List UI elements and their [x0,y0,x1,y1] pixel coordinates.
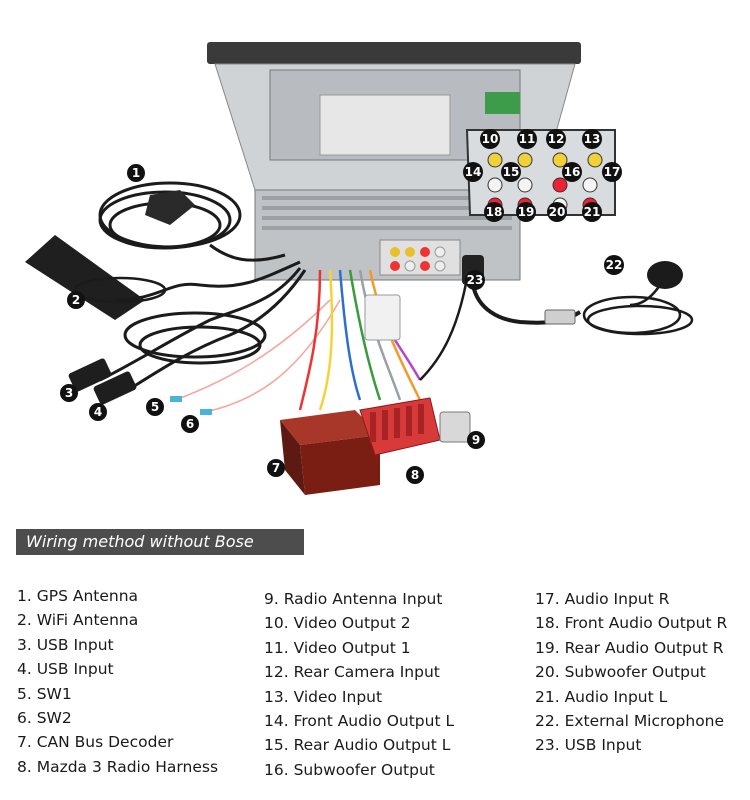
callout-13: 13 [582,129,602,149]
svg-text:13: 13 [584,132,601,146]
callout-11: 11 [517,129,537,149]
legend-item: 20. Subwoofer Output [535,663,706,682]
callout-23: 23 [465,270,485,290]
legend-item: 4. USB Input [17,660,114,679]
callout-2: 2 [67,291,85,309]
section-banner: Wiring method without Bose system [16,529,304,577]
callout-15: 15 [501,162,521,182]
callout-6: 6 [181,415,199,433]
callout-9: 9 [467,431,485,449]
svg-text:8: 8 [411,468,419,482]
legend-item: 23. USB Input [535,736,642,755]
callout-4: 4 [89,403,107,421]
legend-item: 7. CAN Bus Decoder [17,733,174,752]
legend-column-1: 1. GPS Antenna 2. WiFi Antenna 3. USB In… [17,584,218,779]
legend-item: 2. WiFi Antenna [17,611,139,630]
gps-puck [145,190,195,225]
svg-text:5: 5 [151,400,159,414]
legend-column-3: 17. Audio Input R 18. Front Audio Output… [535,587,727,758]
callout-21: 21 [582,202,602,222]
svg-text:19: 19 [518,205,535,219]
legend-item: 1. GPS Antenna [17,587,139,605]
callout-7: 7 [267,459,285,477]
legend-item: 15. Rear Audio Output L [264,736,451,755]
legend-item: 21. Audio Input L [535,687,668,706]
legend-item: 19. Rear Audio Output R [535,638,724,657]
svg-text:10: 10 [482,132,499,146]
svg-text:17: 17 [604,165,621,179]
usb-plug-b [93,371,137,405]
callout-19: 19 [516,202,536,222]
svg-text:12: 12 [548,132,565,146]
radio-antenna-connector [439,411,471,443]
legend-item: 6. SW2 [17,709,72,728]
callout-8: 8 [406,466,424,484]
svg-text:16: 16 [564,165,581,179]
svg-text:4: 4 [94,405,102,419]
legend-column-2: 9. Radio Antenna Input 10. Video Output … [264,587,454,782]
callout-1: 1 [127,164,145,182]
legend-item: 12. Rear Camera Input [264,663,440,682]
callout-22: 22 [604,255,624,275]
legend-item: 22. External Microphone [535,712,725,731]
usb-cables [99,267,307,397]
usb-input-cable [462,255,582,325]
svg-text:14: 14 [465,165,482,179]
legend-item: 10. Video Output 2 [264,614,411,633]
svg-text:6: 6 [186,417,194,431]
callout-18: 18 [484,202,504,222]
callout-14: 14 [463,162,483,182]
svg-text:18: 18 [486,205,503,219]
sw-wires [170,299,341,415]
callout-3: 3 [60,384,78,402]
white-connector [364,294,401,341]
legend-item: 16. Subwoofer Output [264,760,435,779]
legend-item: 3. USB Input [17,635,114,654]
callout-17: 17 [602,162,622,182]
usb-plug-a [68,358,112,392]
svg-text:21: 21 [584,205,601,219]
callout-16: 16 [562,162,582,182]
callout-20: 20 [547,202,567,222]
mazda-harness [359,397,441,456]
svg-text:22: 22 [606,258,623,272]
svg-text:3: 3 [65,386,73,400]
svg-text:23: 23 [467,273,484,287]
wiring-diagram: 1 2 3 4 5 6 7 8 9 10 11 12 13 14 15 16 1… [25,42,694,495]
callout-10: 10 [480,129,500,149]
callout-5: 5 [146,398,164,416]
legend-item: 8. Mazda 3 Radio Harness [17,757,219,776]
callout-12: 12 [546,129,566,149]
legend-item: 5. SW1 [17,684,72,703]
svg-text:2: 2 [72,293,80,307]
microphone [582,261,694,336]
legend-item: 18. Front Audio Output R [535,614,728,633]
svg-text:1: 1 [132,166,140,180]
svg-text:11: 11 [519,132,536,146]
svg-text:7: 7 [272,461,280,475]
legend-item: 11. Video Output 1 [264,638,411,657]
callout-badges: 1 2 3 4 5 6 7 8 9 10 11 12 13 14 15 16 1… [60,129,624,484]
legend-item: 14. Front Audio Output L [264,712,455,731]
svg-text:15: 15 [503,165,520,179]
svg-text:9: 9 [472,433,480,447]
wifi-antenna [25,235,301,320]
can-bus-decoder [280,410,380,495]
legend-item: 13. Video Input [264,687,383,706]
svg-text:20: 20 [549,205,566,219]
legend-item: 17. Audio Input R [535,590,670,608]
legend-item: 9. Radio Antenna Input [264,590,443,608]
